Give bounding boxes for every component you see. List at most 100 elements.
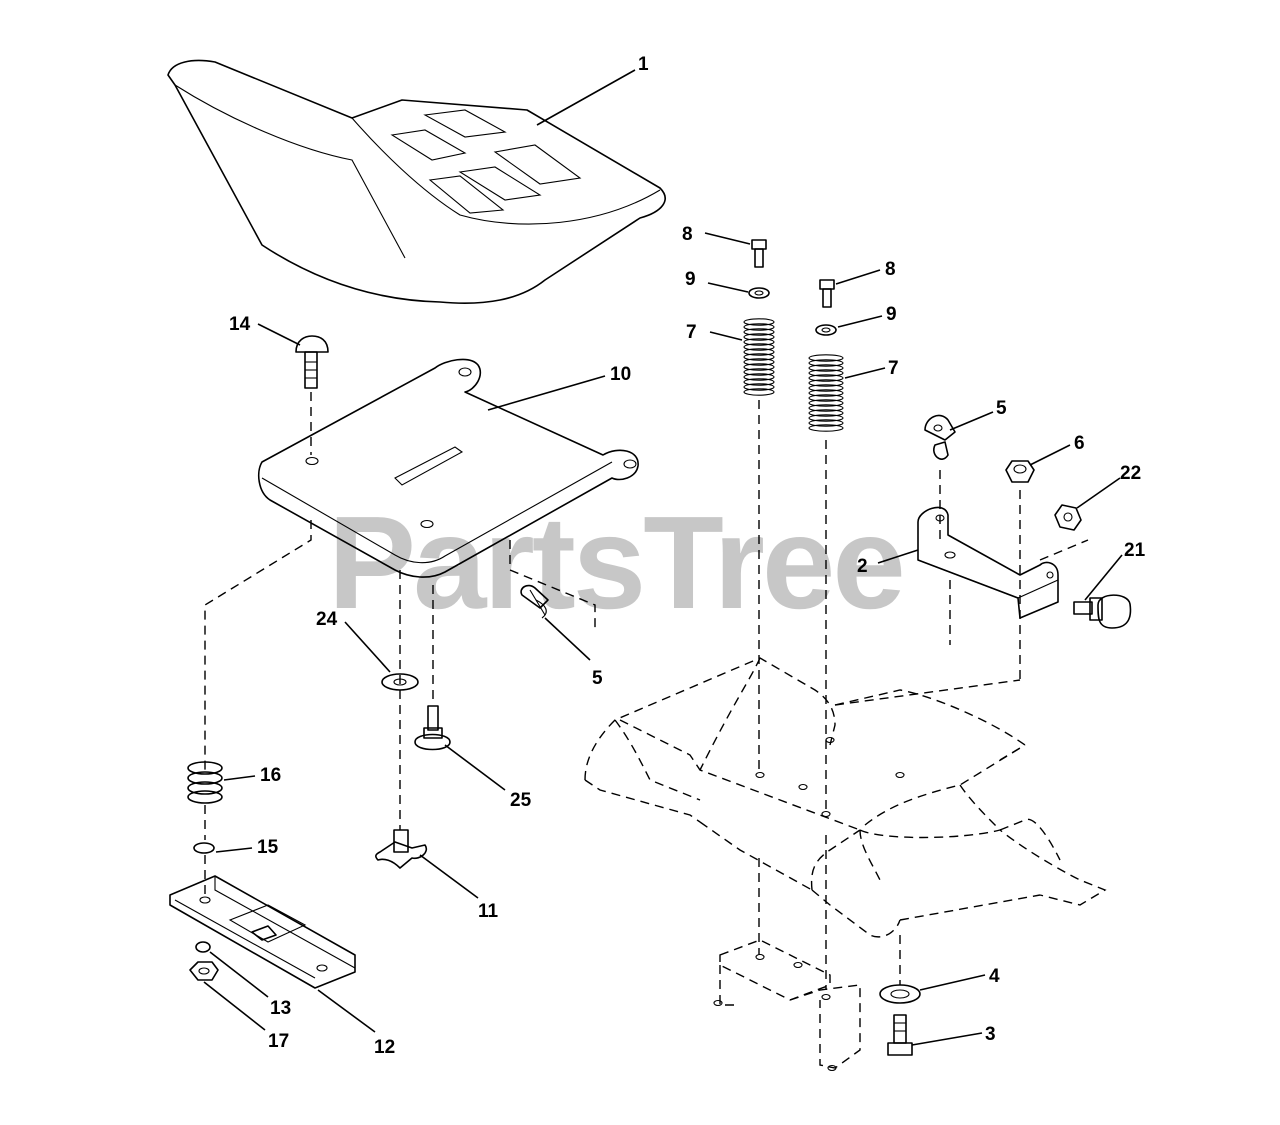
spring-coil [743,368,775,376]
bolt-top-right [819,279,835,308]
spring-coil [743,373,775,381]
callout-9-right: 9 [886,304,897,325]
washer-bottom [879,984,921,1004]
callout-9-left: 9 [685,269,696,290]
leader-washer-bottom [919,974,986,991]
spring-coil [808,389,844,397]
leader-seat [536,69,636,126]
callout-25: 25 [510,790,532,811]
leader-shoulder-bolt [1084,554,1123,601]
leader-clip-left [544,617,591,661]
leader-washer-top-left [707,282,749,293]
bolt-bottom [887,1014,913,1056]
callout-15: 15 [257,837,279,858]
callout-3: 3 [985,1024,996,1045]
dash-pan-left [204,520,312,770]
spring-coil [808,384,844,392]
spring-left [743,318,775,396]
knob-clip-right [924,414,956,460]
leader-slide-rail [317,989,376,1033]
leader-flat-washer [344,621,391,673]
leader-washer-small [215,847,253,853]
leader-nut-bottom [203,981,266,1031]
leader-clip-right [949,411,994,431]
spring-coil [808,404,844,412]
spring-right [808,354,844,432]
washer-top-right [815,324,837,336]
carriage-bolt [295,335,329,389]
callout-6: 6 [1074,433,1085,454]
spring-coil [808,394,844,402]
callout-24: 24 [316,609,338,630]
leader-bolt-top-left [704,232,751,245]
pivot-bolt [414,705,451,751]
hex-nut [1054,504,1082,531]
leader-knob [419,854,479,899]
knob-clip-left [520,584,549,619]
leader-pivot-bolt [444,744,506,791]
lower-mount [713,939,861,1072]
callout-12: 12 [374,1037,395,1058]
spring-small [187,761,223,804]
leader-washer-top-right [837,315,883,328]
nut-bottom [189,961,219,981]
leader-spring-left [709,331,743,341]
spring-coil [808,354,844,362]
leader-seat-pan [487,375,606,411]
spring-coil [808,359,844,367]
washer-small [193,842,215,854]
leader-nut [1029,444,1071,466]
dash-hex-nut [1039,539,1089,561]
spring-coil [808,399,844,407]
nut [1005,460,1035,483]
spring-coil [743,338,775,346]
callout-16: 16 [260,765,281,786]
leader-bracket [877,549,919,564]
spring-coil [808,414,844,422]
spring-coil [743,323,775,331]
shoulder-bolt [1073,594,1132,629]
spring-coil [743,318,775,326]
bracket [917,506,1059,619]
seat-pan [257,358,639,578]
callout-7-right: 7 [888,358,899,379]
callout-5-right: 5 [996,398,1007,419]
dash-clip-left [509,540,596,630]
callout-5-left: 5 [592,668,603,689]
spring-coil [808,409,844,417]
callout-21: 21 [1124,540,1146,561]
seat [167,59,666,304]
leader-carriage-bolt [257,323,301,346]
leader-hex-nut [1076,477,1121,509]
spring-coil [743,358,775,366]
callout-7-left: 7 [686,322,697,343]
spring-coil [808,374,844,382]
leader-spring-small [223,775,256,781]
chassis-frame [584,657,1107,938]
spring-coil [808,369,844,377]
spring-coil [743,353,775,361]
spring-coil [743,348,775,356]
bolt-top-left [751,239,767,268]
spring-coil [743,333,775,341]
spring-coil [808,419,844,427]
callout-8-right: 8 [885,259,896,280]
spring-coil [743,343,775,351]
callout-11: 11 [478,901,499,922]
callout-13: 13 [270,998,291,1019]
callout-17: 17 [268,1031,289,1052]
spring-coil [808,379,844,387]
slide-rail [169,875,356,989]
callout-4: 4 [989,966,1000,987]
callout-8-left: 8 [682,224,693,245]
callout-2: 2 [857,556,868,577]
leader-bolt-bottom [911,1032,983,1046]
callout-10: 10 [610,364,631,385]
leader-lock-washer [209,951,269,998]
leader-bolt-top-right [835,269,881,285]
knob [375,829,428,869]
washer-top-left [748,287,770,299]
spring-coil [743,363,775,371]
